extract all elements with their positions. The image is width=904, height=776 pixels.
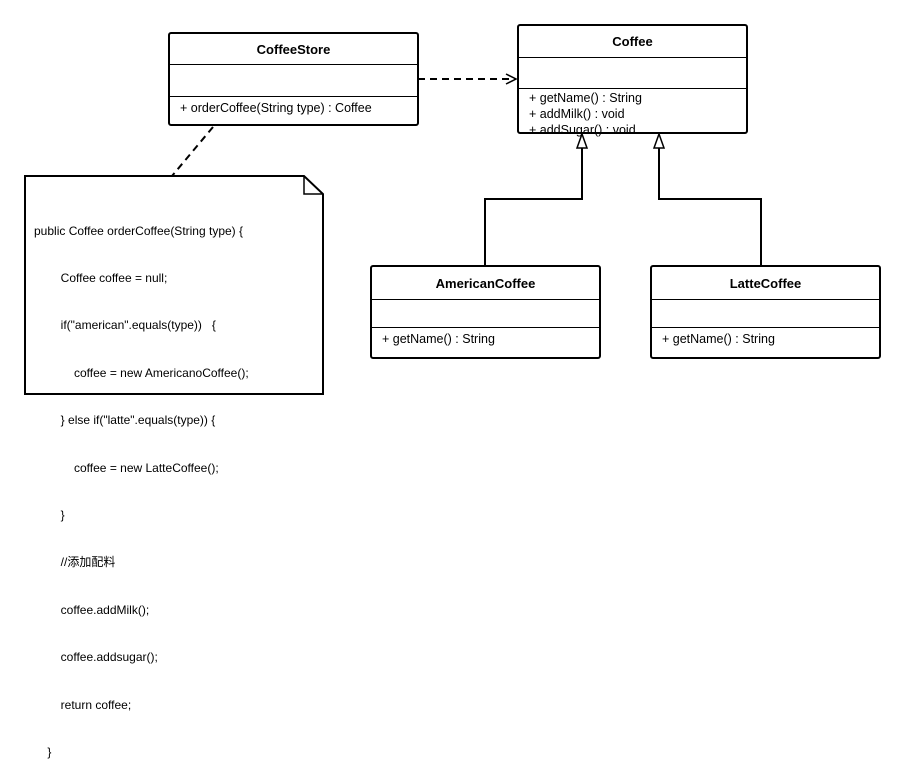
operation: + getName() : String: [382, 332, 495, 346]
inheritance-arrowhead-american: [575, 131, 589, 149]
class-name: CoffeeStore: [170, 34, 417, 65]
class-american-coffee[interactable]: AmericanCoffee + getName() : String: [370, 265, 601, 359]
note-line: coffee.addMilk();: [34, 602, 150, 617]
note-line: }: [34, 507, 65, 522]
inheritance-line-american: [484, 148, 583, 265]
note-line: public Coffee orderCoffee(String type) {: [34, 223, 244, 238]
operation: + addMilk() : void: [529, 107, 625, 121]
class-attributes: [519, 58, 746, 89]
class-name: AmericanCoffee: [372, 267, 599, 300]
note-line: } else if("latte".equals(type)) {: [34, 413, 216, 428]
note-line: //添加配料: [34, 555, 116, 570]
class-coffee-store[interactable]: CoffeeStore + orderCoffee(String type) :…: [168, 32, 419, 126]
inheritance-arrowhead-latte: [652, 131, 666, 149]
operation: + orderCoffee(String type) : Coffee: [180, 101, 372, 115]
class-latte-coffee[interactable]: LatteCoffee + getName() : String: [650, 265, 881, 359]
note-code: public Coffee orderCoffee(String type) {…: [34, 192, 249, 776]
note-line: Coffee coffee = null;: [34, 270, 168, 285]
class-operations: + getName() : String + addMilk() : void …: [519, 89, 746, 138]
note-shape: [24, 175, 324, 395]
class-operations: + getName() : String: [652, 328, 879, 347]
class-coffee[interactable]: Coffee + getName() : String + addMilk() …: [517, 24, 748, 137]
class-name: LatteCoffee: [652, 267, 879, 300]
operation: + addSugar() : void: [529, 123, 636, 137]
class-name: Coffee: [519, 26, 746, 58]
note-fold: [303, 176, 323, 195]
class-attributes: [652, 300, 879, 328]
note-line: return coffee;: [34, 697, 132, 712]
note-line: coffee = new AmericanoCoffee();: [34, 365, 249, 380]
class-attributes: [372, 300, 599, 328]
class-operations: + getName() : String: [372, 328, 599, 347]
operation: + getName() : String: [662, 332, 775, 346]
inheritance-line-latte: [658, 148, 762, 265]
note-line: coffee.addsugar();: [34, 650, 158, 665]
class-operations: + orderCoffee(String type) : Coffee: [170, 97, 417, 116]
note-line: }: [34, 744, 52, 759]
class-attributes: [170, 65, 417, 97]
note-line: coffee = new LatteCoffee();: [34, 460, 219, 475]
note-line: if("american".equals(type)) {: [34, 318, 216, 333]
note-connector: [171, 126, 214, 177]
diagram-canvas: [24, 0, 762, 395]
operation: + getName() : String: [529, 91, 642, 105]
